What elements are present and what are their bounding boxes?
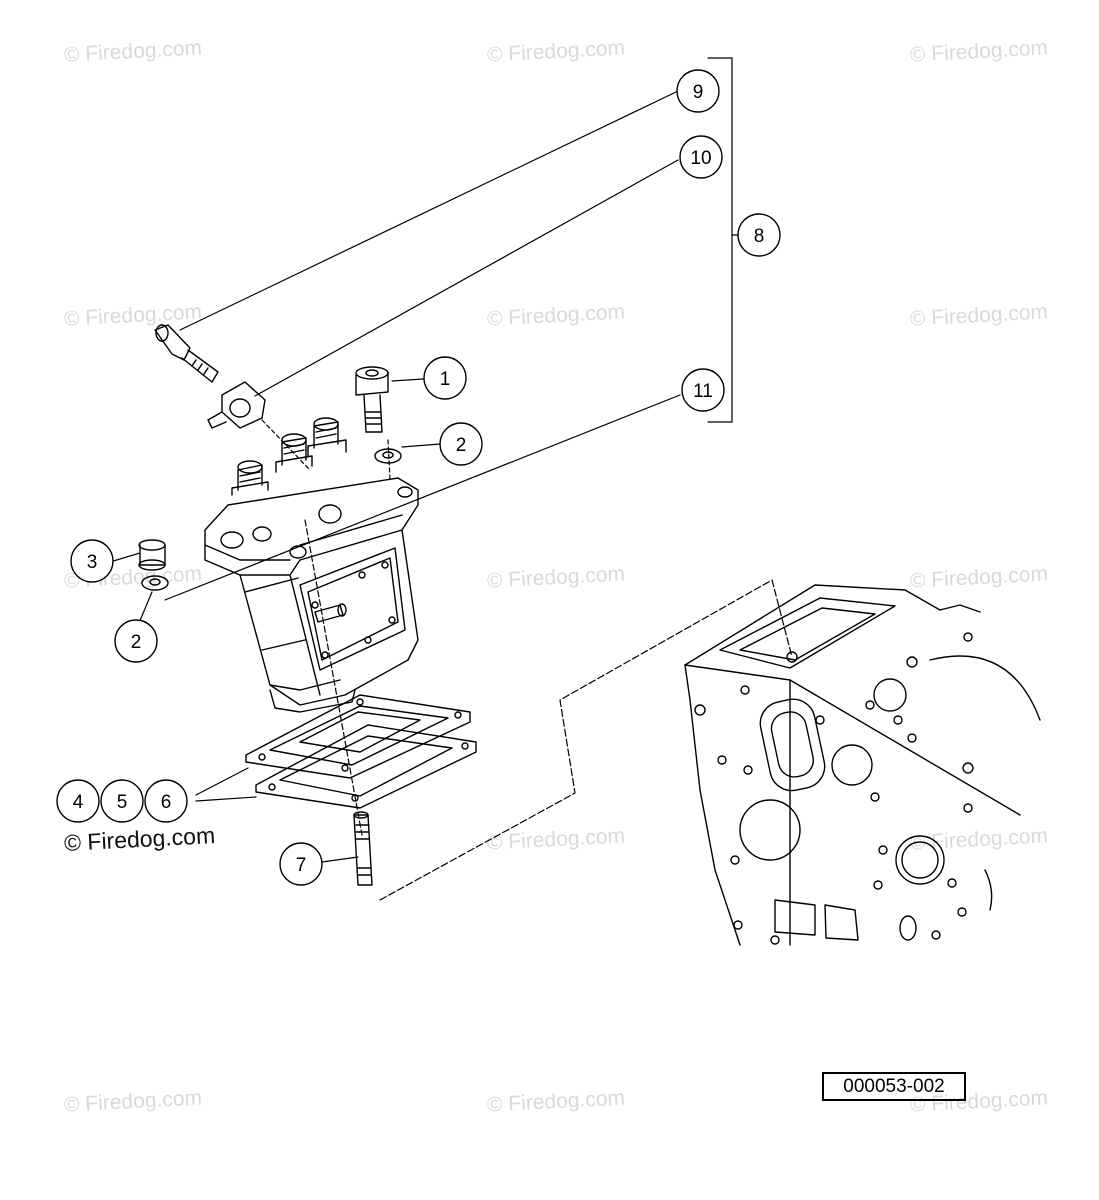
callout-1: 1: [423, 356, 467, 400]
leader-lines: [109, 57, 793, 901]
callout-5: 5: [100, 779, 144, 823]
callout-7-label: 7: [296, 855, 307, 876]
callout-10-label: 10: [690, 148, 711, 169]
callout-4: 4: [56, 779, 100, 823]
callout-2-lower: 2: [114, 619, 158, 663]
part-7-stud: [353, 811, 373, 886]
injection-pump: [204, 417, 419, 713]
part-2-washer-upper: [374, 448, 402, 464]
callout-2-lower-label: 2: [131, 632, 142, 653]
callout-3: 3: [70, 539, 114, 583]
callout-6-label: 6: [161, 792, 172, 813]
callout-9-label: 9: [693, 82, 704, 103]
callout-5-label: 5: [117, 792, 128, 813]
callout-2-upper: 2: [439, 422, 483, 466]
callout-6: 6: [144, 779, 188, 823]
engine-block: [684, 584, 1041, 946]
callout-8: 8: [737, 213, 781, 257]
part-1-bolt: [355, 366, 389, 433]
part-9-bolt: [154, 324, 219, 383]
part-2-washer-lower: [141, 575, 169, 591]
callout-4-label: 4: [73, 792, 84, 813]
callout-11-label: 11: [693, 381, 713, 402]
callout-9: 9: [676, 69, 720, 113]
part-gaskets: [245, 694, 477, 809]
callout-11: 11: [681, 368, 725, 412]
callout-2-upper-label: 2: [456, 435, 467, 456]
callouts: 1 2 2 3 4 5 6 7: [56, 69, 781, 886]
part-3-nut: [138, 539, 166, 571]
part-10-banjo: [207, 381, 266, 429]
callout-10: 10: [679, 135, 723, 179]
callout-3-label: 3: [87, 552, 98, 573]
drawing-code: 000053-002: [822, 1072, 966, 1101]
callout-8-label: 8: [754, 226, 765, 247]
callout-1-label: 1: [440, 369, 451, 390]
callout-7: 7: [279, 842, 323, 886]
